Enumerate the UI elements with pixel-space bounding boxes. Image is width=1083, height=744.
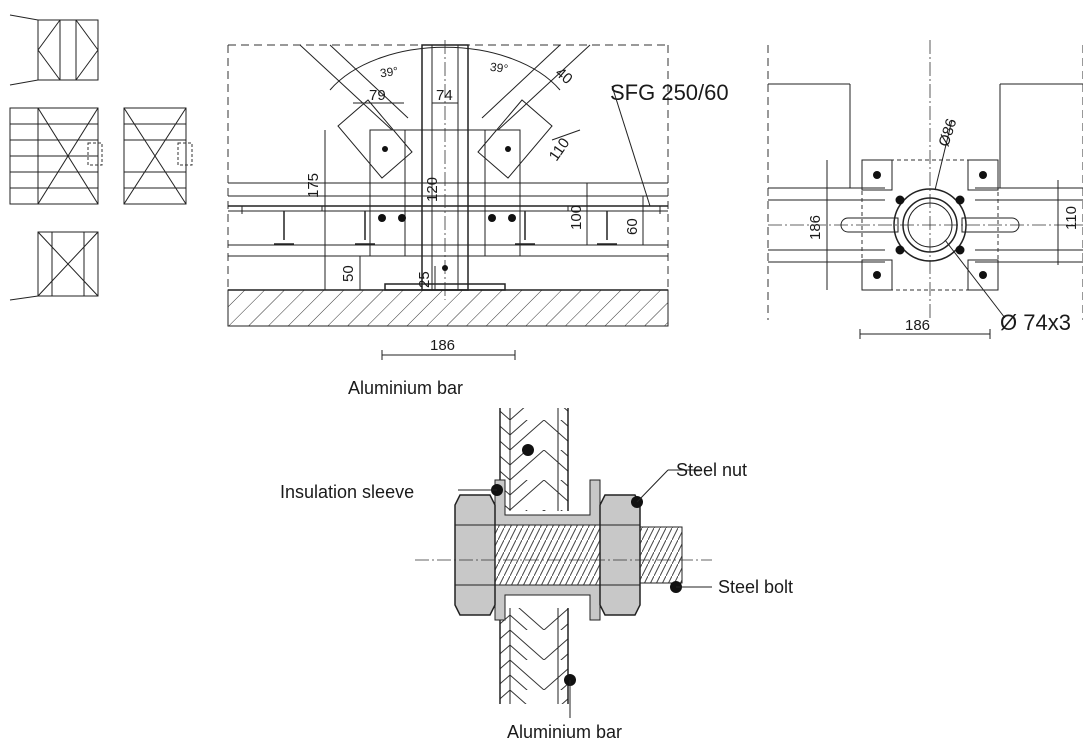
steel-bolt-label: Steel bolt — [718, 577, 793, 597]
dim-40: 40 — [552, 64, 576, 88]
dim-175: 175 — [305, 173, 322, 198]
tube-label: Ø 74x3 — [1000, 310, 1071, 335]
angle-39-right: 39° — [489, 60, 509, 76]
dim-79: 79 — [369, 87, 386, 104]
angle-39-left: 39° — [379, 64, 399, 80]
plan-view — [767, 40, 1083, 339]
plan-dim-186-bottom: 186 — [905, 317, 930, 334]
dim-74: 74 — [436, 87, 453, 104]
dim-25: 25 — [416, 271, 433, 288]
dim-50: 50 — [340, 265, 357, 282]
plan-dia-86: Ø86 — [935, 117, 960, 149]
insulation-sleeve-label: Insulation sleeve — [280, 482, 414, 502]
key-diagram-middle-right — [123, 107, 193, 205]
dim-100: 100 — [568, 205, 585, 230]
key-diagram-bottom — [9, 231, 99, 301]
section-view — [227, 40, 669, 360]
plan-dim-186-side: 186 — [807, 215, 824, 240]
profile-label: SFG 250/60 — [610, 80, 729, 105]
plan-dim-110-side: 110 — [1063, 206, 1080, 230]
steel-nut-label: Steel nut — [676, 460, 747, 480]
key-diagram-top — [9, 14, 99, 86]
aluminium-bar-label-bottom: Aluminium bar — [507, 722, 622, 742]
dim-60: 60 — [624, 218, 641, 235]
dim-120: 120 — [424, 177, 441, 202]
key-diagram-middle-left — [9, 107, 103, 205]
dim-110: 110 — [546, 135, 574, 164]
bolt-detail — [415, 408, 712, 718]
aluminium-bar-label-top: Aluminium bar — [348, 378, 463, 398]
dim-186: 186 — [430, 337, 455, 354]
